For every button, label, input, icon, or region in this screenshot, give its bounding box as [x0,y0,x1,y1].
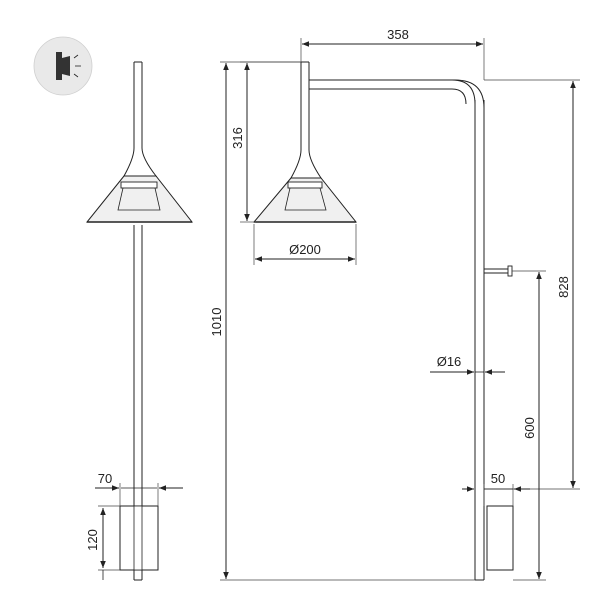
dim-pole-diameter: Ø16 [430,354,505,375]
upper-height-label: 828 [556,276,571,298]
dim-arm-reach: 358 [300,27,485,80]
dim-total-height: 1010 [209,61,475,581]
side-view [252,61,514,581]
side-wall-base [486,505,514,571]
shade-height-label: 316 [230,127,245,149]
dim-shade-height: 316 [230,61,301,223]
base-width-label: 70 [98,471,112,486]
dim-base-width: 70 [95,471,183,506]
base-height-label: 120 [85,529,100,551]
arm-reach-label: 358 [387,27,409,42]
front-view [85,61,194,581]
dim-mount-offset: 50 [462,471,530,506]
total-height-label: 1010 [209,308,224,337]
wall-light-icon [33,36,93,96]
mount-height-label: 600 [522,417,537,439]
mount-offset-label: 50 [491,471,505,486]
dim-mount-height: 600 [512,270,546,581]
dim-base-height: 120 [85,505,120,580]
shade-diameter-label: Ø200 [289,242,321,257]
pole-diameter-label: Ø16 [437,354,462,369]
dim-shade-diameter: Ø200 [253,224,357,265]
